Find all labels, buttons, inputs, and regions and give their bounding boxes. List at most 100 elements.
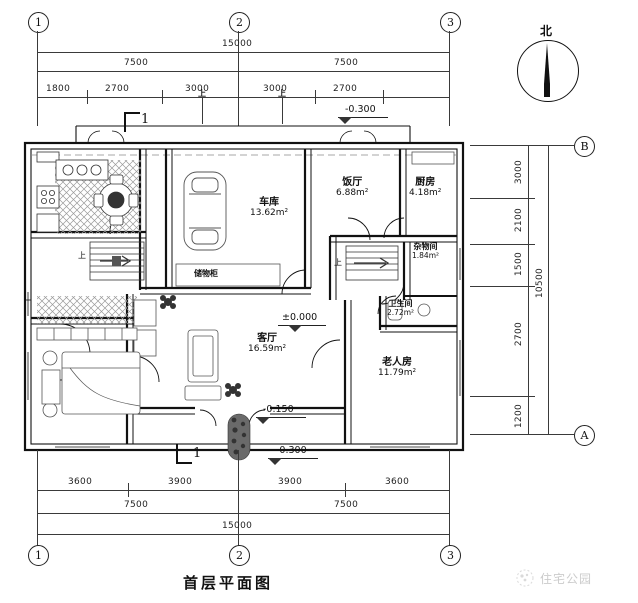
north-arrow-needle-icon <box>544 43 550 97</box>
dim-tick-r2 <box>521 244 535 245</box>
section-marker-corner-top <box>124 112 140 132</box>
stair-up-label-right: 上 <box>334 258 342 267</box>
dim-line-bottom-detail <box>37 490 449 491</box>
dim-bottom-mid-1: 7500 <box>124 500 149 510</box>
watermark: 住宅公园 <box>515 568 592 588</box>
grid-bubble-1-bottom: 1 <box>28 545 49 566</box>
room-label-dining: 饭厅 6.88m² <box>336 177 369 199</box>
grid-bubble-3-top: 3 <box>440 12 461 33</box>
room-label-storage: 杂物间 1.84m² <box>412 242 440 260</box>
elevation-porch-rule <box>256 417 306 418</box>
stair-up-label-left: 上 <box>78 251 86 260</box>
dim-top-total: 15000 <box>222 39 253 49</box>
room-label-kitchen: 厨房 4.18m² <box>409 177 442 199</box>
ext-line-r4 <box>470 396 528 397</box>
dim-tick-b4 <box>449 483 450 497</box>
dim-top-2700b: 2700 <box>333 84 358 94</box>
dim-bottom-3900b: 3900 <box>278 477 303 487</box>
dim-tick-r0 <box>521 145 535 146</box>
dim-top-mid-1: 7500 <box>124 58 149 68</box>
dim-line-top-total <box>37 52 449 53</box>
grid-bubble-2-bottom: 2 <box>229 545 250 566</box>
elevation-yard-rule <box>268 458 318 459</box>
grid-leader-3-top <box>449 31 450 126</box>
dim-bottom-total: 15000 <box>222 521 253 531</box>
dim-tick-t5 <box>383 90 384 104</box>
dim-tick-r3 <box>521 286 535 287</box>
dim-tick-r5 <box>521 434 535 435</box>
page-title: 首层平面图 <box>183 574 274 592</box>
elevation-entry-top-value: -0.300 <box>345 104 376 115</box>
room-label-garage: 车库 13.62m² <box>250 197 289 219</box>
elevation-living-value: ±0.000 <box>282 312 318 323</box>
dim-line-top-detail <box>37 97 449 98</box>
room-label-elderly: 老人房 11.79m² <box>378 357 417 379</box>
grid-bubble-A: A <box>574 425 595 446</box>
dim-top-mid-2: 7500 <box>334 58 359 68</box>
column-marker-b: 上 <box>278 89 286 98</box>
dim-tick-r1 <box>521 198 535 199</box>
dim-tick-b1 <box>128 483 129 497</box>
grid-leader-2-bottom <box>238 450 239 560</box>
dim-tick-t4 <box>315 90 316 104</box>
dim-line-right-detail <box>528 145 529 434</box>
grid-bubble-B: B <box>574 136 595 157</box>
room-label-living: 客厅 16.59m² <box>248 333 287 355</box>
column-leader-b <box>282 98 283 124</box>
grid-bubble-1-top: 1 <box>28 12 49 33</box>
elevation-yard-triangle <box>268 458 282 465</box>
north-label: 北 <box>540 24 553 38</box>
elevation-living-rule <box>278 325 326 326</box>
watermark-logo-icon <box>516 569 534 587</box>
elevation-yard-value: -0.300 <box>276 445 307 456</box>
dim-tick-b2 <box>238 483 239 497</box>
elevation-porch-value: -0.150 <box>263 404 294 415</box>
section-marker-label-bottom: 1 <box>193 446 202 461</box>
grid-leader-2-top <box>238 31 239 126</box>
dim-bottom-3900a: 3900 <box>168 477 193 487</box>
ext-line-r1 <box>470 198 528 199</box>
dim-right-total: 10500 <box>535 268 545 299</box>
dim-bottom-3600a: 3600 <box>68 477 93 487</box>
section-marker-label-top: 1 <box>141 112 150 127</box>
dim-right-2700: 2700 <box>514 322 524 347</box>
dim-line-right-total <box>548 145 549 434</box>
room-label-bathroom: 卫生间 2.72m² <box>387 299 415 317</box>
dim-right-1500: 1500 <box>514 252 524 277</box>
dim-line-top-mid <box>37 71 449 72</box>
grid-bubble-2-top: 2 <box>229 12 250 33</box>
watermark-text: 住宅公园 <box>540 571 593 586</box>
dim-tick-t1 <box>87 90 88 104</box>
dim-line-bottom-total <box>37 534 449 535</box>
elevation-entry-top-rule <box>338 117 388 118</box>
dim-tick-t0 <box>37 90 38 104</box>
dim-bottom-mid-2: 7500 <box>334 500 359 510</box>
elevation-entry-top-triangle <box>338 117 352 124</box>
dim-tick-b0 <box>37 483 38 497</box>
dim-right-3000: 3000 <box>514 160 524 185</box>
grid-leader-3-bottom <box>449 450 450 560</box>
grid-leader-1-top <box>37 31 38 126</box>
column-marker-a: 上 <box>198 89 206 98</box>
label-storage-cabinet: 储物柜 <box>194 269 218 278</box>
dim-top-1800: 1800 <box>46 84 71 94</box>
column-leader-a <box>202 98 203 124</box>
dim-tick-t3 <box>238 90 239 104</box>
ext-line-r3 <box>470 286 528 287</box>
grid-bubble-3-bottom: 3 <box>440 545 461 566</box>
dim-top-2700a: 2700 <box>105 84 130 94</box>
elevation-living-triangle <box>288 325 302 332</box>
elevation-porch-triangle <box>256 417 270 424</box>
ext-line-r2 <box>470 244 528 245</box>
north-arrow: 北 <box>510 22 590 122</box>
grid-leader-1-bottom <box>37 450 38 560</box>
dim-right-1200: 1200 <box>514 404 524 429</box>
dim-tick-t2 <box>162 90 163 104</box>
dim-line-bottom-mid <box>37 513 449 514</box>
dim-top-3000b: 3000 <box>263 84 288 94</box>
dim-right-2100: 2100 <box>514 208 524 233</box>
dim-top-3000a: 3000 <box>185 84 210 94</box>
dim-bottom-3600b: 3600 <box>385 477 410 487</box>
